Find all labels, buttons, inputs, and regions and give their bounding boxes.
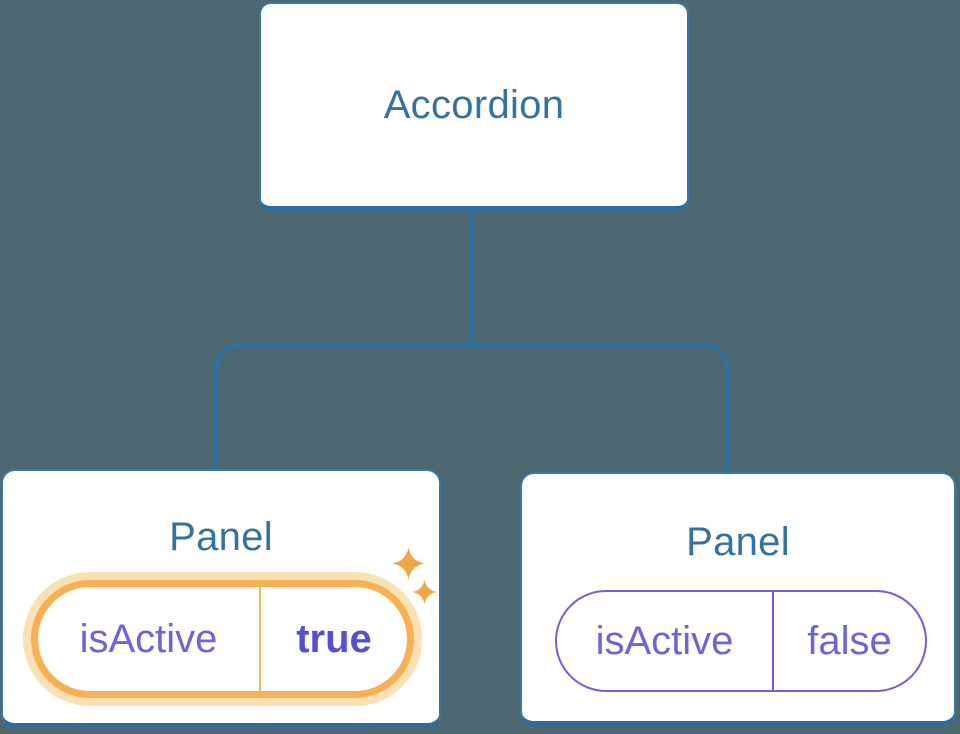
prop-pill-inactive: isActive false [555,590,927,692]
prop-value-cell: true [296,617,372,661]
prop-name-cell: isActive [557,592,774,690]
prop-pill-active: isActive true [31,580,414,698]
connector-branches [214,343,730,473]
panel-title: Panel [686,520,790,564]
sparkle-star-large [392,547,425,580]
panel-title: Panel [169,515,273,559]
sparkles-icon [392,547,437,605]
accordion-label: Accordion [383,83,565,127]
prop-value-cell: false [807,619,892,663]
accordion-node: Accordion [259,2,689,211]
panel-node-inactive: Panel isActive false [520,472,956,726]
connector-stem [470,209,474,345]
prop-name-cell: isActive [38,587,261,691]
panel-node-active: Panel isActive true [1,469,441,728]
sparkle-star-small [412,579,437,605]
